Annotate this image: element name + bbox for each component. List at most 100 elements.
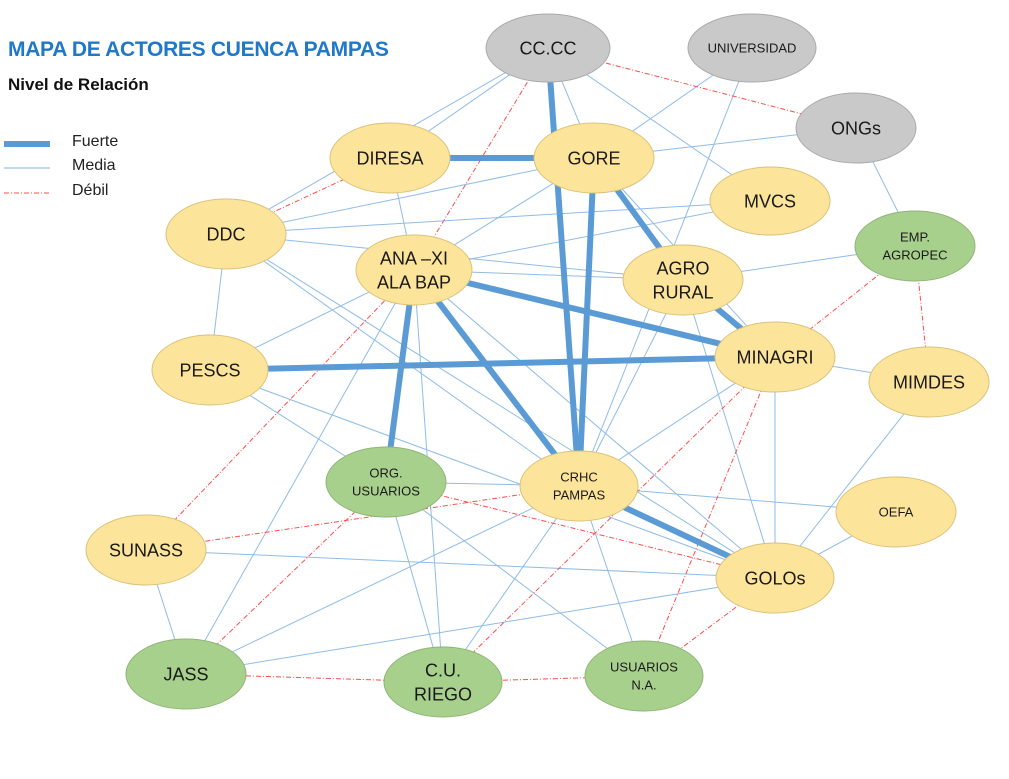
node-label-ddc: DDC [207,224,246,244]
legend-label-weak: Débil [72,182,109,199]
node-label-ana: ALA BAP [377,272,451,292]
node-label-ana: ANA –XI [380,248,448,268]
node-shape-sunass [85,514,207,586]
node-jass: JASS [125,638,247,710]
edge-medium-sunass-golos [145,549,776,579]
edge-strong-ana-minagri [413,267,776,360]
node-shape-cccc [485,13,611,83]
edge-medium-pescs-golos [209,369,776,579]
node-label-cccc: CC.CC [520,38,577,58]
node-shape-crhc [519,450,639,522]
node-ana: ANA –XI ALA BAP [355,234,473,306]
node-label-mimdes: MIMDES [893,372,965,392]
node-label-jass: JASS [163,664,208,684]
node-cccc: CC.CC [485,13,611,83]
node-crhc: CRHC PAMPAS [519,450,639,522]
legend-label-strong: Fuerte [72,133,119,150]
node-orgusuarios: ORG. USUARIOS [325,446,447,518]
node-label-crhc: PAMPAS [553,488,606,503]
node-label-golos: GOLOs [744,568,805,588]
node-label-orgusuarios: ORG. [369,466,402,481]
node-shape-minagri [714,321,836,393]
node-label-curiego: RIEGO [414,684,472,704]
node-shape-ana [355,234,473,306]
node-label-agrorural: RURAL [652,282,713,302]
node-agrorural: AGRO RURAL [622,244,744,316]
node-label-emp: AGROPEC [882,248,947,263]
node-gore: GORE [533,122,655,194]
node-label-diresa: DIRESA [356,148,423,168]
edge-medium-mvcs-ddc [225,200,771,235]
node-emp: EMP. AGROPEC [854,210,976,282]
edge-medium-agrorural-crhc [578,279,684,487]
node-shape-universidad [687,13,817,83]
edge-strong-pescs-minagri [209,354,776,373]
node-label-universidad: UNIVERSIDAD [708,41,797,56]
node-ongs: ONGs [795,92,917,164]
edge-weak-cccc-ana [413,47,549,271]
node-shape-mvcs [709,166,831,236]
node-oefa: OEFA [835,476,957,548]
node-shape-curiego [383,646,503,718]
diagram-title: MAPA DE ACTORES CUENCA PAMPAS [8,38,389,61]
legend-swatch-medium [4,167,50,169]
edge-weak-usuariosna-minagri [643,356,776,677]
node-diresa: DIRESA [329,122,451,194]
edge-medium-ana-jass [185,269,415,675]
node-label-usuariosna: USUARIOS [610,660,678,675]
edge-strong-cccc-crhc [545,47,582,487]
edge-medium-ana-golos [413,269,776,579]
node-mvcs: MVCS [709,166,831,236]
node-shape-golos [715,542,835,614]
edge-medium-mimdes-golos [774,381,930,579]
node-label-oefa: OEFA [879,505,914,520]
node-label-mvcs: MVCS [744,191,796,211]
node-label-curiego: C.U. [425,660,461,680]
node-shape-mimdes [868,346,990,418]
node-ddc: DDC [165,198,287,270]
legend-swatch-weak [4,192,50,194]
node-label-crhc: CRHC [560,470,598,485]
node-shape-pescs [151,334,269,406]
node-label-orgusuarios: USUARIOS [352,484,420,499]
edge-medium-gore-ddc [225,157,595,235]
node-label-gore: GORE [567,148,620,168]
node-shape-orgusuarios [325,446,447,518]
legend-label-medium: Media [72,157,116,174]
node-golos: GOLOs [715,542,835,614]
node-shape-emp [854,210,976,282]
node-universidad: UNIVERSIDAD [687,13,817,83]
node-shape-diresa [329,122,451,194]
node-shape-agrorural [622,244,744,316]
edge-medium-agrorural-golos [682,279,776,579]
node-mimdes: MIMDES [868,346,990,418]
node-shape-gore [533,122,655,194]
diagram-subtitle: Nivel de Relación [8,75,149,94]
node-shape-ddc [165,198,287,270]
node-label-agrorural: AGRO [656,258,709,278]
node-label-usuariosna: N.A. [631,678,656,693]
edge-weak-jass-orgusuarios [185,481,387,675]
node-usuariosna: USUARIOS N.A. [584,640,704,712]
edge-weak-sunass-crhc [145,485,580,551]
node-shape-usuariosna [584,640,704,712]
node-pescs: PESCS [151,334,269,406]
node-label-pescs: PESCS [179,360,240,380]
edge-weak-sunass-ana [145,269,415,551]
edge-weak-orgusuarios-golos [385,481,776,579]
edge-weak-curiego-minagri [442,356,776,683]
edge-medium-ddc-golos [225,233,776,579]
node-shape-ongs [795,92,917,164]
node-shape-jass [125,638,247,710]
node-label-emp: EMP. [900,230,930,245]
edge-medium-crhc-jass [185,485,580,675]
edge-strong-gore-crhc [576,157,597,487]
node-label-ongs: ONGs [831,118,881,138]
legend-swatch-strong [4,141,50,147]
node-curiego: C.U. RIEGO [383,646,503,718]
node-label-minagri: MINAGRI [736,347,813,367]
edge-strong-ana-crhc [411,268,582,488]
node-label-sunass: SUNASS [109,540,183,560]
